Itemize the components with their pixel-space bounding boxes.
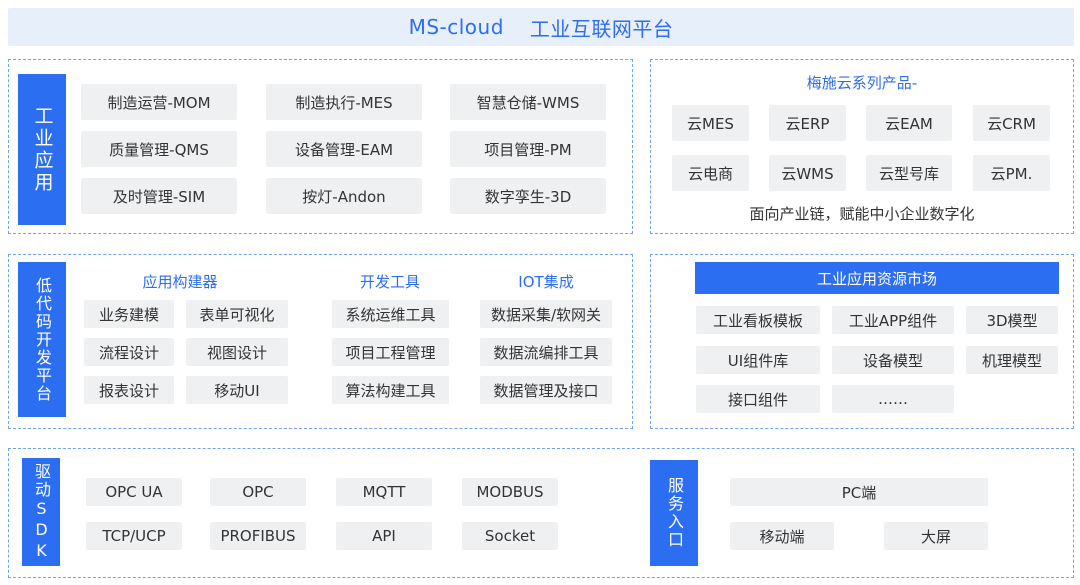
cloud-product-item[interactable]: 云EAM <box>866 105 952 141</box>
industrial-apps-label: 工业应用 <box>18 74 66 225</box>
builder-item[interactable]: 业务建模 <box>84 300 174 328</box>
lowcode-label: 低代码开发平台 <box>18 262 66 417</box>
app-item[interactable]: 质量管理-QMS <box>81 131 237 167</box>
market-item[interactable]: 工业APP组件 <box>832 306 954 334</box>
protocol-item[interactable]: OPC <box>210 478 306 506</box>
iot-item[interactable]: 数据流编排工具 <box>480 338 612 366</box>
app-item[interactable]: 智慧仓储-WMS <box>450 84 606 120</box>
market-item[interactable]: …… <box>832 385 954 413</box>
builder-item[interactable]: 视图设计 <box>186 338 288 366</box>
devtools-item[interactable]: 算法构建工具 <box>332 376 449 404</box>
devtools-title: 开发工具 <box>359 272 420 291</box>
protocol-item[interactable]: MODBUS <box>462 478 558 506</box>
app-item[interactable]: 制造运营-MOM <box>81 84 237 120</box>
market-item[interactable]: UI组件库 <box>696 346 820 374</box>
market-item[interactable]: 接口组件 <box>696 385 820 413</box>
entry-big-screen[interactable]: 大屏 <box>884 522 988 550</box>
protocol-item[interactable]: MQTT <box>336 478 432 506</box>
market-item[interactable]: 设备模型 <box>832 346 954 374</box>
cloud-products-panel <box>650 59 1074 234</box>
service-entry-label: 服务入口 <box>650 460 698 566</box>
cloud-product-item[interactable]: 云PM. <box>973 155 1050 191</box>
cloud-products-title: 梅施云系列产品- <box>806 73 918 92</box>
entry-pc[interactable]: PC端 <box>730 478 988 506</box>
iot-title: IOT集成 <box>518 272 574 291</box>
protocol-item[interactable]: PROFIBUS <box>210 522 306 550</box>
driver-sdk-label: 驱动SDK <box>22 458 60 566</box>
cloud-product-item[interactable]: 云型号库 <box>866 155 952 191</box>
market-item[interactable]: 3D模型 <box>966 306 1058 334</box>
devtools-item[interactable]: 系统运维工具 <box>332 300 449 328</box>
protocol-item[interactable]: TCP/UCP <box>86 522 182 550</box>
app-item[interactable]: 及时管理-SIM <box>81 178 237 214</box>
market-item[interactable]: 工业看板模板 <box>696 306 820 334</box>
builder-item[interactable]: 表单可视化 <box>186 300 288 328</box>
app-item[interactable]: 制造执行-MES <box>266 84 422 120</box>
market-title-bar: 工业应用资源市场 <box>695 262 1059 294</box>
app-item[interactable]: 按灯-Andon <box>266 178 422 214</box>
builder-item[interactable]: 报表设计 <box>84 376 174 404</box>
cloud-product-item[interactable]: 云ERP <box>769 105 846 141</box>
driver-sdk-panel <box>8 448 1074 578</box>
app-item[interactable]: 项目管理-PM <box>450 131 606 167</box>
builder-title: 应用构建器 <box>142 272 218 291</box>
builder-item[interactable]: 移动UI <box>186 376 288 404</box>
entry-mobile[interactable]: 移动端 <box>730 522 834 550</box>
platform-title-bar: MS-cloud 工业互联网平台 <box>8 8 1074 46</box>
cloud-product-item[interactable]: 云MES <box>672 105 749 141</box>
platform-name: 工业互联网平台 <box>529 16 674 41</box>
iot-item[interactable]: 数据管理及接口 <box>480 376 612 404</box>
brand-name: MS-cloud <box>408 15 504 39</box>
app-item[interactable]: 数字孪生-3D <box>450 178 606 214</box>
builder-item[interactable]: 流程设计 <box>84 338 174 366</box>
protocol-item[interactable]: OPC UA <box>86 478 182 506</box>
iot-item[interactable]: 数据采集/软网关 <box>480 300 612 328</box>
devtools-item[interactable]: 项目工程管理 <box>332 338 449 366</box>
cloud-products-note: 面向产业链，赋能中小企业数字化 <box>749 204 975 223</box>
cloud-product-item[interactable]: 云CRM <box>973 105 1050 141</box>
cloud-product-item[interactable]: 云电商 <box>672 155 749 191</box>
protocol-item[interactable]: Socket <box>462 522 558 550</box>
market-item[interactable]: 机理模型 <box>966 346 1058 374</box>
cloud-product-item[interactable]: 云WMS <box>769 155 846 191</box>
protocol-item[interactable]: API <box>336 522 432 550</box>
app-item[interactable]: 设备管理-EAM <box>266 131 422 167</box>
